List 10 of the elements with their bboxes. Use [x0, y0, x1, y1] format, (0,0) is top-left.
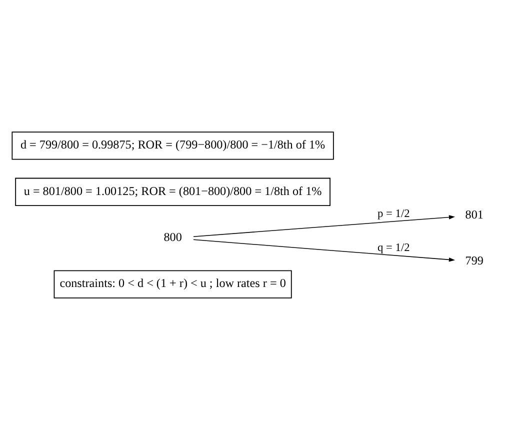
node-text: 799 [465, 252, 484, 267]
node-text: 800 [164, 229, 182, 244]
arrow [193, 214, 456, 236]
arrow [193, 238, 456, 262]
edge-label: q = 1/2 [378, 241, 410, 254]
edge-label: p = 1/2 [378, 207, 410, 220]
node-text: 801 [465, 206, 484, 221]
node-box: constraints: 0 < d < (1 + r) < u ; low rates r = 0 [54, 270, 292, 298]
node-box: u = 801/800 = 1.00125; ROR = (801−800)/800 = 1/8th of 1% [15, 177, 330, 206]
node-box: d = 799/800 = 0.99875; ROR = (799−800)/800 = −1/8th of 1% [12, 131, 334, 160]
